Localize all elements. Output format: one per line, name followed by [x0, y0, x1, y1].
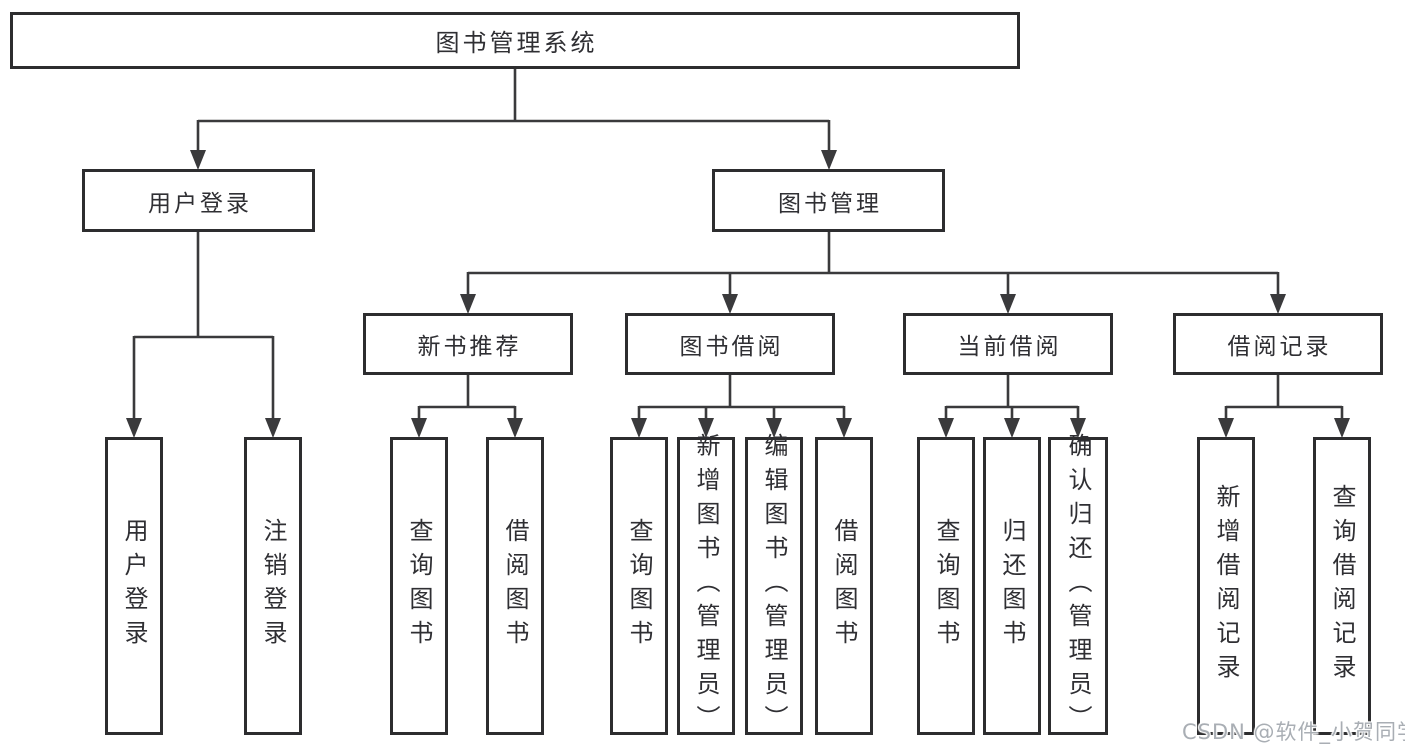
leaf-query-borrowing-record: 查询借阅记录: [1313, 437, 1371, 735]
leaf-label: 查询图书: [625, 518, 653, 654]
node-label: 新书推荐: [417, 334, 522, 360]
node-user-login: 用户登录: [82, 169, 315, 232]
node-book-borrowing: 图书借阅: [625, 313, 835, 375]
node-label: 图书借阅: [679, 334, 784, 360]
leaf-label: 编辑图书（管理员）: [760, 433, 788, 739]
node-library-management-system: 图书管理系统: [10, 12, 1020, 69]
leaf-confirm-return-admin: 确认归还（管理员）: [1048, 433, 1108, 739]
leaf-query-books-recommendation: 查询图书: [390, 437, 448, 735]
leaf-label: 注销登录: [259, 518, 287, 654]
node-new-book-recommendation: 新书推荐: [363, 313, 573, 375]
node-label: 图书管理系统: [435, 29, 598, 57]
leaf-label: 借阅图书: [501, 518, 529, 654]
leaf-label: 新增借阅记录: [1212, 484, 1240, 688]
node-book-management: 图书管理: [712, 169, 945, 232]
leaf-label: 查询借阅记录: [1328, 484, 1356, 688]
leaf-label: 查询图书: [405, 518, 433, 654]
node-current-borrowing: 当前借阅: [903, 313, 1113, 375]
node-label: 当前借阅: [957, 334, 1062, 360]
leaf-add-borrowing-record: 新增借阅记录: [1197, 437, 1255, 735]
leaf-query-books-current: 查询图书: [917, 437, 975, 735]
leaf-query-books-borrowing: 查询图书: [610, 437, 668, 735]
leaf-label: 借阅图书: [830, 518, 858, 654]
leaf-return-books: 归还图书: [983, 437, 1041, 735]
leaf-borrow-books-recommendation: 借阅图书: [486, 437, 544, 735]
leaf-edit-books-admin: 编辑图书（管理员）: [745, 433, 803, 739]
leaf-label: 查询图书: [932, 518, 960, 654]
leaf-logout: 注销登录: [244, 437, 302, 735]
leaf-borrow-books: 借阅图书: [815, 437, 873, 735]
leaf-user-login: 用户登录: [105, 437, 163, 735]
csdn-watermark: CSDN @软件_小贺同学: [1182, 720, 1405, 744]
leaf-label: 确认归还（管理员）: [1064, 433, 1092, 739]
leaf-add-books-admin: 新增图书（管理员）: [677, 433, 735, 739]
leaf-label: 归还图书: [998, 518, 1026, 654]
leaf-label: 新增图书（管理员）: [692, 433, 720, 739]
leaf-label: 用户登录: [120, 518, 148, 654]
node-label: 借阅记录: [1227, 334, 1332, 360]
node-label: 用户登录: [148, 190, 252, 217]
node-label: 图书管理: [778, 190, 882, 217]
node-borrowing-records: 借阅记录: [1173, 313, 1383, 375]
